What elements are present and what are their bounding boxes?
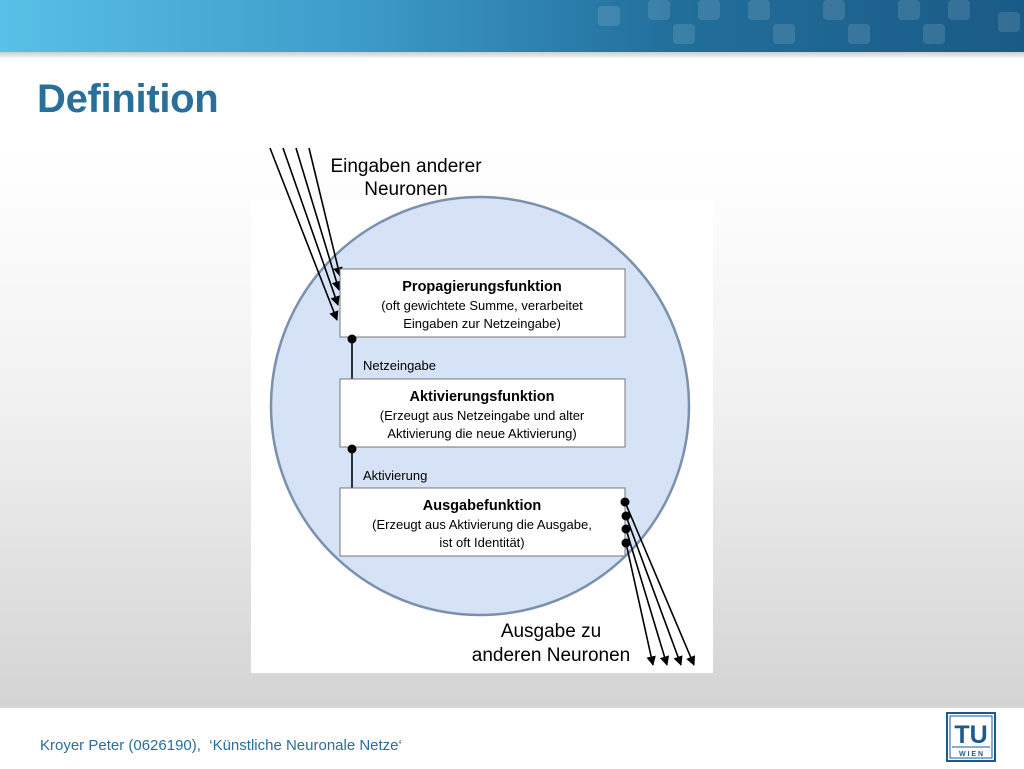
output-label: Ausgabe zu anderen Neuronen: [472, 621, 630, 666]
box-description-line: (Erzeugt aus Aktivierung die Ausgabe,: [372, 517, 592, 532]
propagation-function-box: Propagierungsfunktion (oft gewichtete Su…: [339, 268, 626, 338]
connector-label: Netzeingabe: [363, 358, 436, 373]
box-description-line: (oft gewichtete Summe, verarbeitet: [381, 298, 583, 313]
box-description-line: Eingaben zur Netzeingabe): [403, 316, 561, 331]
connector-label: Aktivierung: [363, 468, 427, 483]
box-title: Ausgabefunktion: [423, 498, 541, 514]
input-label-line: Eingaben anderer: [330, 156, 482, 177]
input-label: Eingaben anderer Neuronen: [330, 156, 482, 200]
output-function-box: Ausgabefunktion (Erzeugt aus Aktivierung…: [339, 487, 626, 557]
logo-text-bottom: W I E N: [959, 751, 983, 758]
output-arrows: [620, 497, 696, 666]
output-label-line: Ausgabe zu: [501, 621, 601, 642]
box-title: Propagierungsfunktion: [402, 279, 562, 295]
logo-text-top: TU: [954, 721, 987, 749]
box-description-line: Aktivierung die neue Aktivierung): [387, 426, 576, 441]
header-banner: [0, 0, 1024, 52]
header-divider: [0, 52, 1024, 58]
footer-text: Kroyer Peter (0626190), ‘Künstliche Neur…: [40, 737, 402, 754]
box-description-line: (Erzeugt aus Netzeingabe und alter: [380, 408, 585, 423]
box-description-line: ist oft Identität): [439, 535, 524, 550]
activation-function-box: Aktivierungsfunktion (Erzeugt aus Netzei…: [339, 378, 626, 448]
slide-title: Definition: [37, 77, 219, 121]
input-label-line: Neuronen: [364, 179, 447, 200]
box-title: Aktivierungsfunktion: [409, 389, 554, 405]
output-label-line: anderen Neuronen: [472, 645, 630, 666]
tu-wien-logo: TU W I E N: [946, 712, 996, 762]
input-arrows: [269, 147, 343, 321]
footer-bar: Kroyer Peter (0626190), ‘Künstliche Neur…: [0, 707, 1024, 769]
